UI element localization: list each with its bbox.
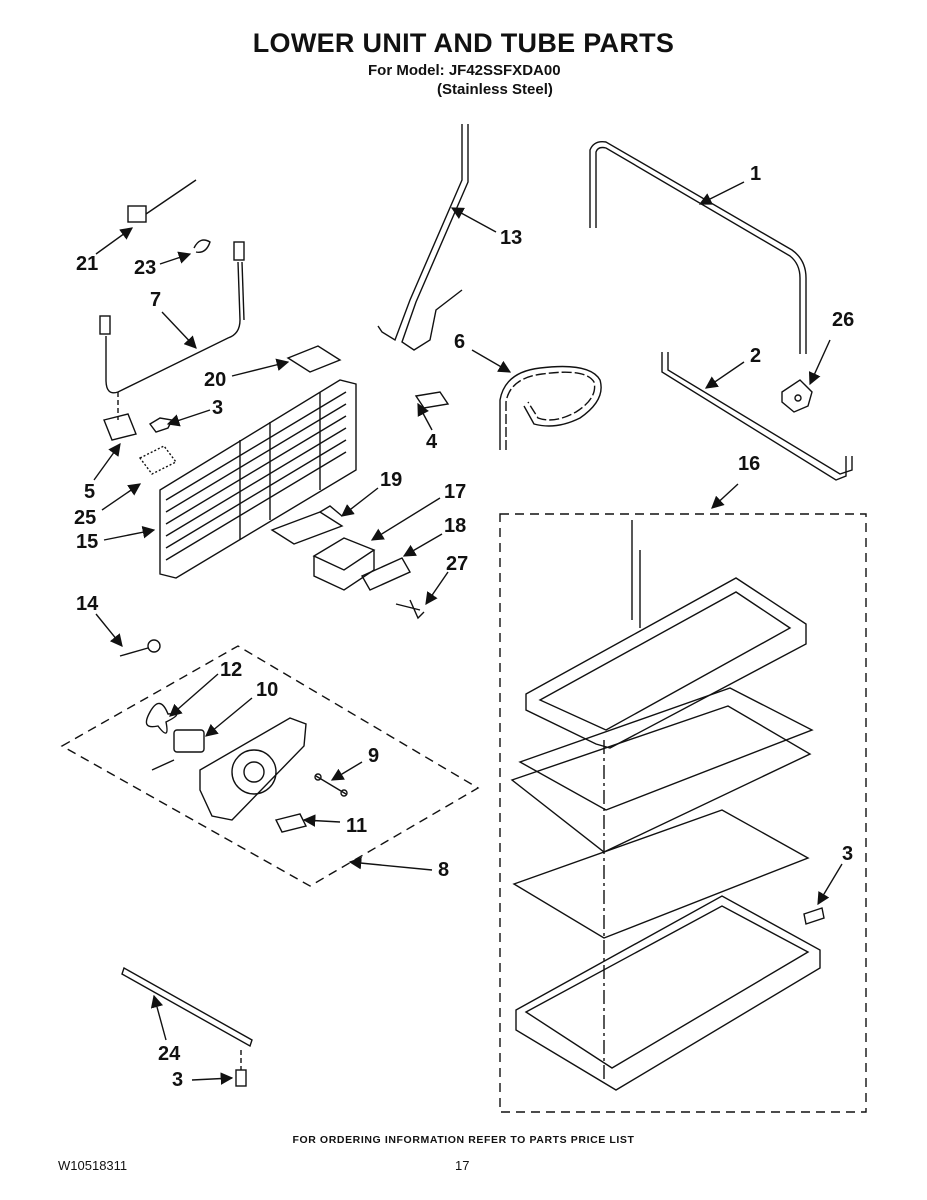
callout-12: 12 — [220, 659, 243, 681]
callout-4: 4 — [426, 431, 438, 453]
part-1-tube — [589, 140, 807, 354]
callout-10: 10 — [256, 679, 279, 701]
part-18-plate — [361, 557, 411, 591]
part-2-tube — [661, 352, 853, 481]
document-number: W10518311 — [58, 1158, 128, 1173]
callout-18: 18 — [444, 515, 467, 537]
leader-lines — [93, 181, 843, 1085]
callout-20: 20 — [204, 369, 227, 391]
part-15-evaporator — [159, 379, 357, 579]
insulation-sheet-upper — [518, 687, 814, 811]
callout-7: 7 — [150, 289, 162, 311]
callout-5: 5 — [84, 481, 96, 503]
part-3-screw-c — [235, 1050, 247, 1087]
part-6-hose — [499, 365, 602, 450]
part-23-clip — [193, 239, 211, 253]
callout-24: 24 — [158, 1043, 181, 1065]
callout-25: 25 — [74, 507, 97, 529]
page-title: LOWER UNIT AND TUBE PARTS — [252, 28, 675, 58]
part-21-connector — [127, 179, 197, 223]
part-3-screw-a — [148, 417, 174, 433]
callout-3-right: 3 — [842, 843, 854, 865]
callout-16: 16 — [738, 453, 761, 475]
finish-line: (Stainless Steel) — [437, 81, 553, 98]
fan-shroud — [199, 717, 307, 821]
model-line: For Model: JF42SSFXDA00 — [368, 62, 561, 79]
callout-2: 2 — [750, 345, 762, 367]
callout-9: 9 — [368, 745, 380, 767]
part-12-fan-blade — [145, 702, 178, 734]
insulation-sheet-middle — [510, 705, 812, 853]
callout-27: 27 — [446, 553, 469, 575]
part-26-clip — [781, 379, 813, 413]
callout-14: 14 — [76, 593, 99, 615]
part-19-cover — [270, 505, 344, 545]
part-24-strip — [121, 966, 253, 1048]
part-11-pad — [274, 813, 308, 833]
callout-1: 1 — [750, 163, 762, 185]
part-16-drain-pan-region — [499, 513, 867, 1113]
part-3-screw-b — [803, 907, 825, 925]
part-10-fan-motor — [151, 729, 205, 771]
part-27-screw — [395, 599, 425, 620]
lower-pan — [515, 895, 821, 1091]
part-8-fan-assembly-region — [60, 645, 480, 887]
part-5-bracket — [103, 413, 137, 441]
part-7-harness — [99, 241, 245, 394]
page-number: 17 — [455, 1158, 470, 1173]
callout-11: 11 — [346, 815, 368, 837]
callout-8: 8 — [438, 859, 450, 881]
callout-17: 17 — [444, 481, 467, 503]
part-17-box — [312, 537, 376, 591]
callout-19: 19 — [380, 469, 403, 491]
callout-3-lower: 3 — [172, 1069, 184, 1091]
callout-23: 23 — [134, 257, 157, 279]
part-20-pad — [286, 345, 342, 373]
part-9-bracket — [314, 773, 348, 797]
callout-3-upper: 3 — [212, 397, 224, 419]
part-13-tube — [377, 124, 469, 351]
ordering-note: FOR ORDERING INFORMATION REFER TO PARTS … — [292, 1134, 635, 1146]
callout-13: 13 — [500, 227, 523, 249]
insulation-sheet-lower — [512, 809, 810, 939]
part-14-sensor — [119, 639, 161, 657]
callout-15: 15 — [76, 531, 99, 553]
callout-6: 6 — [454, 331, 466, 353]
callout-21: 21 — [76, 253, 99, 275]
drain-tray — [525, 520, 807, 749]
part-25-pad — [138, 445, 178, 475]
part-4-clip — [414, 391, 450, 409]
callout-26: 26 — [832, 309, 855, 331]
